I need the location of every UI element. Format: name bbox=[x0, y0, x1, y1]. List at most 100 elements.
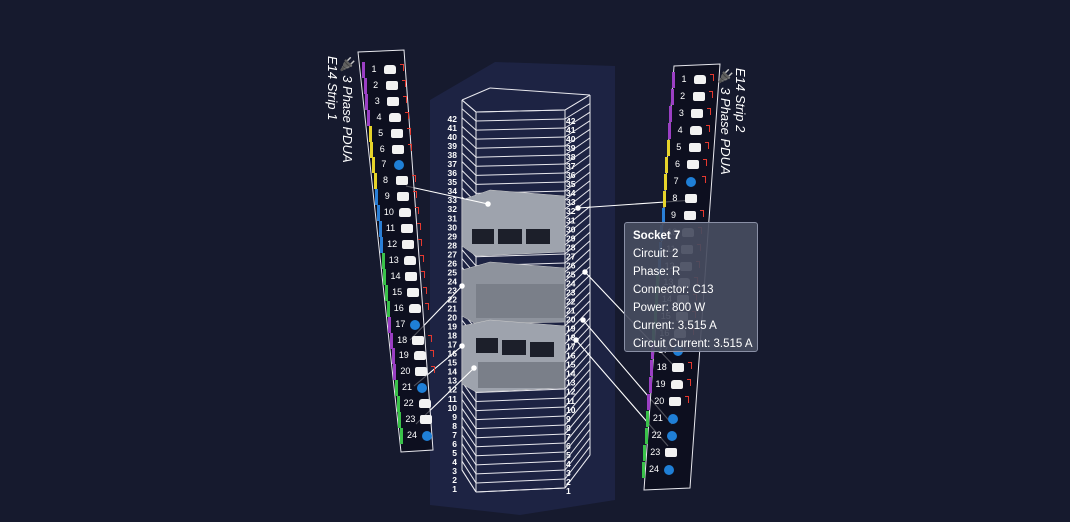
socket-outlet-icon bbox=[418, 399, 431, 409]
rack-position-label: 31 bbox=[566, 215, 576, 225]
pdu-socket-9[interactable]: 9 bbox=[373, 189, 425, 206]
rack-position-label: 33 bbox=[566, 197, 576, 207]
wire-line bbox=[564, 351, 591, 381]
rack-position-label: 1 bbox=[566, 486, 571, 496]
socket-in-use-icon bbox=[666, 431, 677, 442]
wire-line bbox=[564, 300, 591, 327]
socket-alert-tick bbox=[416, 223, 421, 231]
socket-outlet-icon bbox=[669, 397, 682, 407]
pdu-socket-19[interactable]: 19 bbox=[390, 348, 442, 365]
wire-line bbox=[475, 451, 566, 457]
wire-line bbox=[564, 368, 591, 399]
socket-alert-tick bbox=[702, 175, 707, 183]
pdu-socket-15[interactable]: 15 bbox=[383, 284, 435, 301]
pdu-socket-5[interactable]: 5 bbox=[367, 125, 419, 142]
socket-in-use-icon bbox=[393, 160, 404, 171]
rack-position-label: 2 bbox=[452, 475, 457, 485]
phase-indicator bbox=[395, 380, 399, 397]
pdu-socket-9[interactable]: 9 bbox=[660, 207, 712, 224]
pdu-socket-24[interactable]: 24 bbox=[640, 462, 692, 478]
phase-indicator bbox=[380, 237, 384, 254]
rack-position-label: 37 bbox=[566, 161, 576, 171]
pdu-socket-20[interactable]: 20 bbox=[645, 394, 697, 411]
pdu-socket-10[interactable]: 10 bbox=[375, 205, 427, 222]
pdu-socket-14[interactable]: 14 bbox=[381, 268, 433, 285]
rack-position-label: 1 bbox=[452, 484, 457, 494]
pdu-socket-4[interactable]: 4 bbox=[365, 109, 417, 126]
pdu-socket-3[interactable]: 3 bbox=[363, 93, 415, 110]
phase-indicator bbox=[378, 221, 382, 238]
rack-position-label: 35 bbox=[448, 177, 458, 187]
pdu-socket-20[interactable]: 20 bbox=[391, 364, 443, 381]
pdu-socket-8[interactable]: 8 bbox=[372, 173, 424, 190]
pdu-socket-1[interactable]: 1 bbox=[670, 72, 722, 88]
pdu-socket-17[interactable]: 17 bbox=[386, 316, 438, 333]
pdu-socket-21[interactable]: 21 bbox=[393, 380, 445, 397]
pdu-socket-7[interactable]: 7 bbox=[370, 157, 422, 174]
pdu-socket-22[interactable]: 22 bbox=[395, 396, 447, 413]
socket-number: 8 bbox=[383, 175, 389, 186]
wire-line bbox=[564, 274, 591, 300]
socket-outlet-icon bbox=[403, 255, 416, 265]
socket-number: 4 bbox=[677, 124, 683, 135]
pdu-socket-2[interactable]: 2 bbox=[362, 77, 414, 94]
wire-line bbox=[564, 154, 591, 174]
server-2u-top[interactable] bbox=[461, 189, 566, 257]
pdu-socket-3[interactable]: 3 bbox=[667, 105, 719, 122]
phase-indicator bbox=[366, 109, 370, 126]
strip-left-name: E14 Strip 1 bbox=[325, 56, 340, 121]
rack-position-label: 34 bbox=[566, 188, 576, 198]
pdu-socket-24[interactable]: 24 bbox=[398, 428, 450, 444]
pdu-socket-6[interactable]: 6 bbox=[368, 141, 420, 158]
socket-alert-tick bbox=[707, 107, 712, 115]
wire-line bbox=[461, 178, 477, 194]
pdu-socket-4[interactable]: 4 bbox=[666, 122, 718, 139]
rack-position-label: 17 bbox=[448, 340, 458, 350]
pdu-socket-2[interactable]: 2 bbox=[669, 88, 721, 105]
rack-position-label: 28 bbox=[448, 240, 458, 250]
pdu-socket-11[interactable]: 11 bbox=[377, 221, 429, 238]
socket-number: 22 bbox=[651, 430, 662, 441]
wire-line bbox=[564, 291, 591, 318]
tooltip-circuit-current: Circuit Current: 3.515 A bbox=[633, 338, 753, 350]
wire-line bbox=[489, 87, 591, 96]
rack-position-label: 15 bbox=[566, 360, 576, 370]
socket-number: 4 bbox=[376, 111, 382, 122]
pdu-socket-19[interactable]: 19 bbox=[647, 377, 699, 394]
wire-line bbox=[461, 249, 477, 267]
phase-indicator bbox=[642, 462, 645, 478]
phase-indicator bbox=[370, 141, 374, 158]
rack-position-label: 24 bbox=[566, 278, 576, 288]
pdu-socket-1[interactable]: 1 bbox=[360, 62, 412, 78]
pdu-socket-23[interactable]: 23 bbox=[396, 412, 448, 429]
socket-number: 2 bbox=[680, 90, 686, 101]
socket-outlet-icon bbox=[388, 112, 401, 122]
pdu-socket-13[interactable]: 13 bbox=[380, 252, 432, 269]
pdu-socket-7[interactable]: 7 bbox=[662, 173, 714, 190]
rack-position-label: 37 bbox=[448, 159, 458, 169]
pdu-socket-18[interactable]: 18 bbox=[388, 332, 440, 349]
wire-line bbox=[461, 152, 477, 167]
server-bay-2 bbox=[498, 229, 522, 244]
pdu-socket-23[interactable]: 23 bbox=[641, 445, 693, 462]
socket-outlet-icon bbox=[390, 128, 403, 138]
phase-indicator bbox=[385, 284, 389, 301]
wire-line bbox=[461, 399, 477, 420]
wire-line bbox=[564, 240, 591, 264]
pdu-socket-18[interactable]: 18 bbox=[648, 360, 700, 377]
pdu-socket-5[interactable]: 5 bbox=[665, 139, 717, 156]
pdu-socket-22[interactable]: 22 bbox=[643, 428, 695, 445]
socket-number: 10 bbox=[383, 207, 394, 218]
pdu-socket-21[interactable]: 21 bbox=[644, 411, 696, 428]
link-endpoint bbox=[459, 343, 465, 349]
socket-outlet-icon bbox=[670, 380, 683, 390]
rack-position-label: 36 bbox=[566, 170, 576, 180]
pdu-socket-16[interactable]: 16 bbox=[385, 300, 437, 317]
socket-outlet-icon bbox=[684, 193, 697, 203]
pdu-socket-8[interactable]: 8 bbox=[661, 190, 713, 207]
pdu-socket-6[interactable]: 6 bbox=[663, 156, 715, 173]
pdu-socket-12[interactable]: 12 bbox=[378, 237, 430, 254]
wire-line bbox=[564, 248, 591, 273]
socket-alert-tick bbox=[686, 379, 691, 387]
